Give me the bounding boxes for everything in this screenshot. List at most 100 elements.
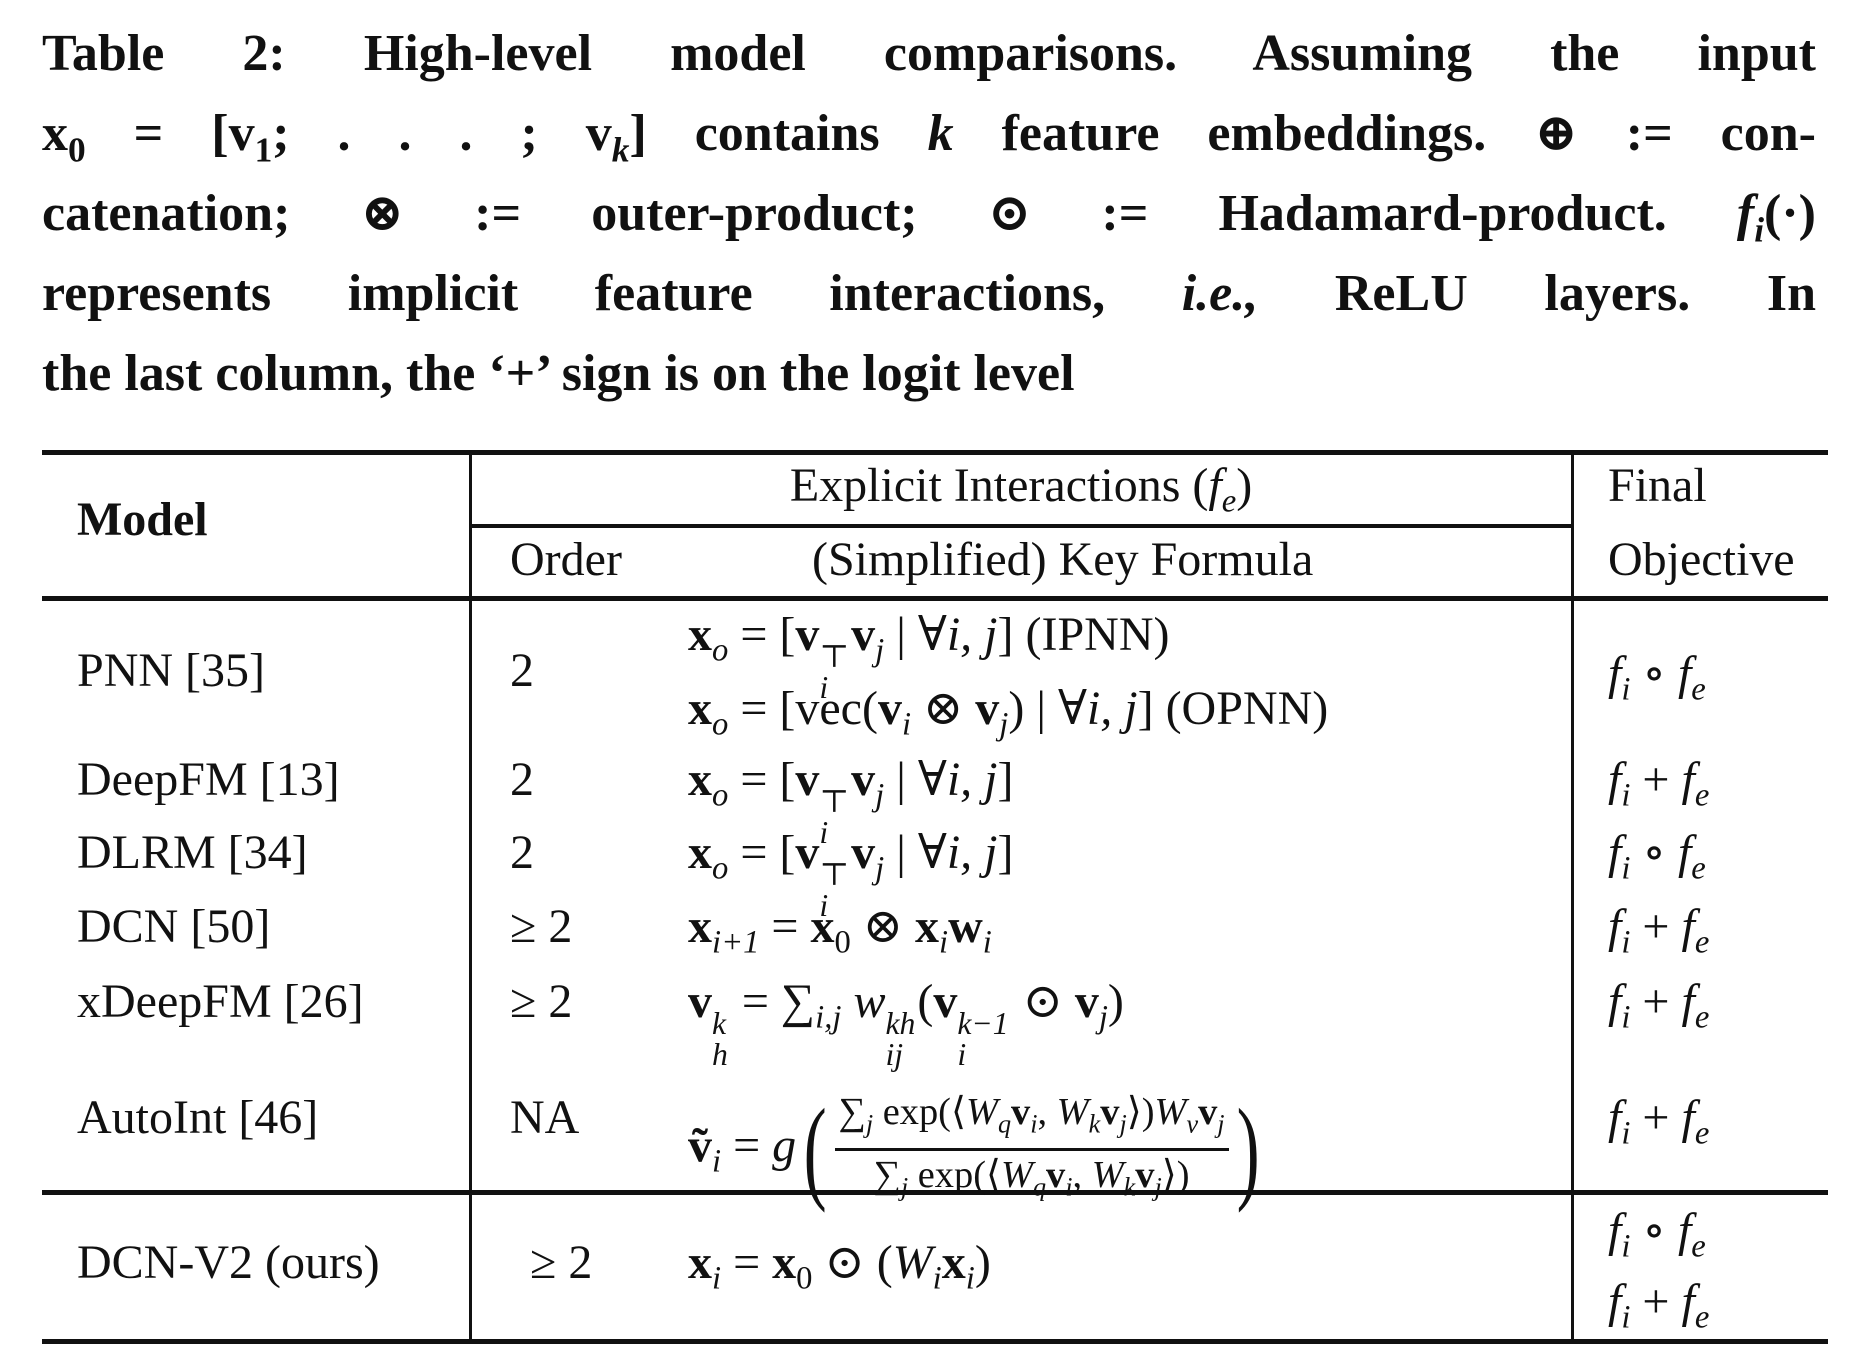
formula-token: i bbox=[932, 1260, 942, 1297]
column-divider bbox=[1571, 453, 1574, 1341]
column-divider bbox=[469, 453, 472, 1341]
formula-token: ) bbox=[974, 1236, 991, 1289]
formula-token: v bbox=[851, 608, 876, 661]
formula-token: ⊗ bbox=[911, 682, 976, 735]
formula-token: v bbox=[1046, 1154, 1066, 1197]
formula-token: ⊙ ( bbox=[812, 1236, 893, 1289]
formula-token: f bbox=[1681, 753, 1695, 806]
final-objective: fi ∘ fe bbox=[1608, 823, 1706, 898]
formula-token: f bbox=[1608, 1204, 1622, 1257]
formula-token: f bbox=[1736, 185, 1755, 242]
formula-token: j bbox=[1098, 999, 1108, 1036]
script-token: ⊤ bbox=[819, 639, 850, 675]
formula-token: ⟩) bbox=[1126, 1091, 1155, 1133]
formula-token: i bbox=[1621, 1115, 1631, 1152]
formula-token: , bbox=[1072, 1154, 1092, 1197]
formula-token: f bbox=[1608, 1091, 1622, 1144]
formula-token: | ∀ bbox=[884, 826, 947, 879]
formula-token: | ∀ bbox=[884, 753, 947, 806]
formula-token: = [ bbox=[728, 608, 796, 661]
formula-token: v bbox=[585, 105, 612, 162]
formula-token: i bbox=[901, 706, 912, 743]
formula-token: x bbox=[688, 1236, 712, 1289]
model-name: xDeepFM [26] bbox=[77, 975, 364, 1028]
formula-token: e bbox=[1694, 777, 1710, 814]
formula-token: k bbox=[611, 129, 630, 170]
formula-token: f bbox=[1681, 975, 1695, 1028]
formula-token: + bbox=[1630, 753, 1682, 806]
formula-token: W bbox=[892, 1236, 933, 1289]
formula-token: e bbox=[1691, 671, 1706, 708]
formula-token: ) bbox=[1236, 459, 1253, 512]
formula-token: j bbox=[875, 777, 885, 814]
formula-token: v bbox=[1186, 1109, 1199, 1139]
formula-token: ] (OPNN) bbox=[1137, 682, 1329, 735]
formula-token: v bbox=[688, 975, 712, 1028]
formula-token: w bbox=[841, 975, 886, 1028]
table-caption: Table 2: High-level model comparisons. A… bbox=[42, 14, 1816, 414]
caption-line: Table 2: High-level model comparisons. A… bbox=[42, 14, 1816, 94]
final-objective: fi + fe bbox=[1608, 972, 1709, 1047]
formula-token: f bbox=[1608, 900, 1622, 953]
right-paren: ) bbox=[1236, 1085, 1260, 1214]
ours-separator-rule bbox=[42, 1190, 1828, 1195]
interaction-order: ≥ 2 bbox=[510, 900, 573, 953]
formula-token: ∑ bbox=[873, 1154, 901, 1197]
script-token: k bbox=[712, 1006, 727, 1042]
top-rule bbox=[42, 450, 1828, 455]
formula-token: 1 bbox=[254, 129, 273, 170]
formula-token: k bbox=[927, 105, 954, 162]
formula-token: i bbox=[1621, 671, 1631, 708]
formula-token: i+1 bbox=[712, 924, 760, 961]
interaction-order: NA bbox=[510, 1091, 580, 1144]
formula-token: x bbox=[688, 682, 712, 735]
key-formula: xo = [vec(vi ⊗ vj) | ∀i, j] (OPNN) bbox=[688, 679, 1328, 754]
formula-token: ; . . . ; bbox=[272, 105, 586, 162]
final-objective: fi + fe bbox=[1608, 1272, 1709, 1347]
script-token: ⊤ bbox=[819, 784, 850, 820]
final-objective: fi + fe bbox=[1608, 1088, 1709, 1163]
final-objective: fi ∘ fe bbox=[1608, 1201, 1706, 1276]
formula-token: i bbox=[1621, 1299, 1631, 1336]
formula-token: = bbox=[721, 1236, 773, 1289]
formula-token: x bbox=[42, 105, 68, 162]
interaction-order: ≥ 2 bbox=[530, 1236, 593, 1289]
formula-token: j bbox=[875, 850, 885, 887]
formula-token: i bbox=[1621, 850, 1631, 887]
formula-token: e bbox=[1694, 1115, 1710, 1152]
formula-token: exp(⟨ bbox=[908, 1154, 1001, 1197]
formula-token: v bbox=[795, 753, 820, 806]
model-name: DeepFM [13] bbox=[77, 753, 340, 806]
formula-token: i, j bbox=[1086, 682, 1138, 735]
formula-token: W bbox=[965, 1091, 998, 1133]
formula-token: f bbox=[1681, 1275, 1695, 1328]
caption-line: catenation; ⊗ := outer-product; ⊙ := Had… bbox=[42, 174, 1816, 254]
model-name: DCN-V2 (ours) bbox=[77, 1236, 380, 1289]
formula-token: i bbox=[712, 1260, 722, 1297]
fraction-numerator: ∑j exp(⟨Wqvi, Wkvj⟩)Wvvj bbox=[834, 1088, 1229, 1152]
formula-token: W bbox=[1000, 1154, 1033, 1197]
formula-token: i bbox=[1621, 777, 1631, 814]
formula-token: j bbox=[900, 1172, 909, 1202]
formula-token: Explicit Interactions ( bbox=[789, 459, 1209, 512]
formula-token: v bbox=[1135, 1154, 1155, 1197]
formula-token: f bbox=[1677, 826, 1692, 879]
formula-token: e bbox=[1694, 999, 1710, 1036]
formula-token: = [ bbox=[728, 826, 796, 879]
formula-token: catenation; ⊗ := outer-product; ⊙ := Had… bbox=[42, 185, 1737, 242]
formula-token: e bbox=[1691, 850, 1706, 887]
formula-token: 0 bbox=[68, 129, 86, 170]
sup-sub-stack: ⊤i bbox=[819, 859, 849, 921]
formula-token: f bbox=[1681, 1091, 1695, 1144]
formula-token: ReLU layers. In bbox=[1258, 265, 1816, 322]
key-formula: ṽi = g(∑j exp(⟨Wqvi, Wkvj⟩)Wvvj∑j exp(⟨W… bbox=[688, 1088, 1267, 1212]
formula-token: feature embeddings. ⊕ := con- bbox=[953, 105, 1816, 162]
script-token: h bbox=[712, 1036, 728, 1072]
model-name: PNN [35] bbox=[77, 644, 265, 697]
formula-token: 0 bbox=[834, 924, 851, 961]
script-token: kh bbox=[885, 1006, 916, 1042]
bottom-rule bbox=[42, 1339, 1828, 1344]
formula-token: f bbox=[1608, 1275, 1622, 1328]
formula-token: f bbox=[1608, 647, 1622, 700]
